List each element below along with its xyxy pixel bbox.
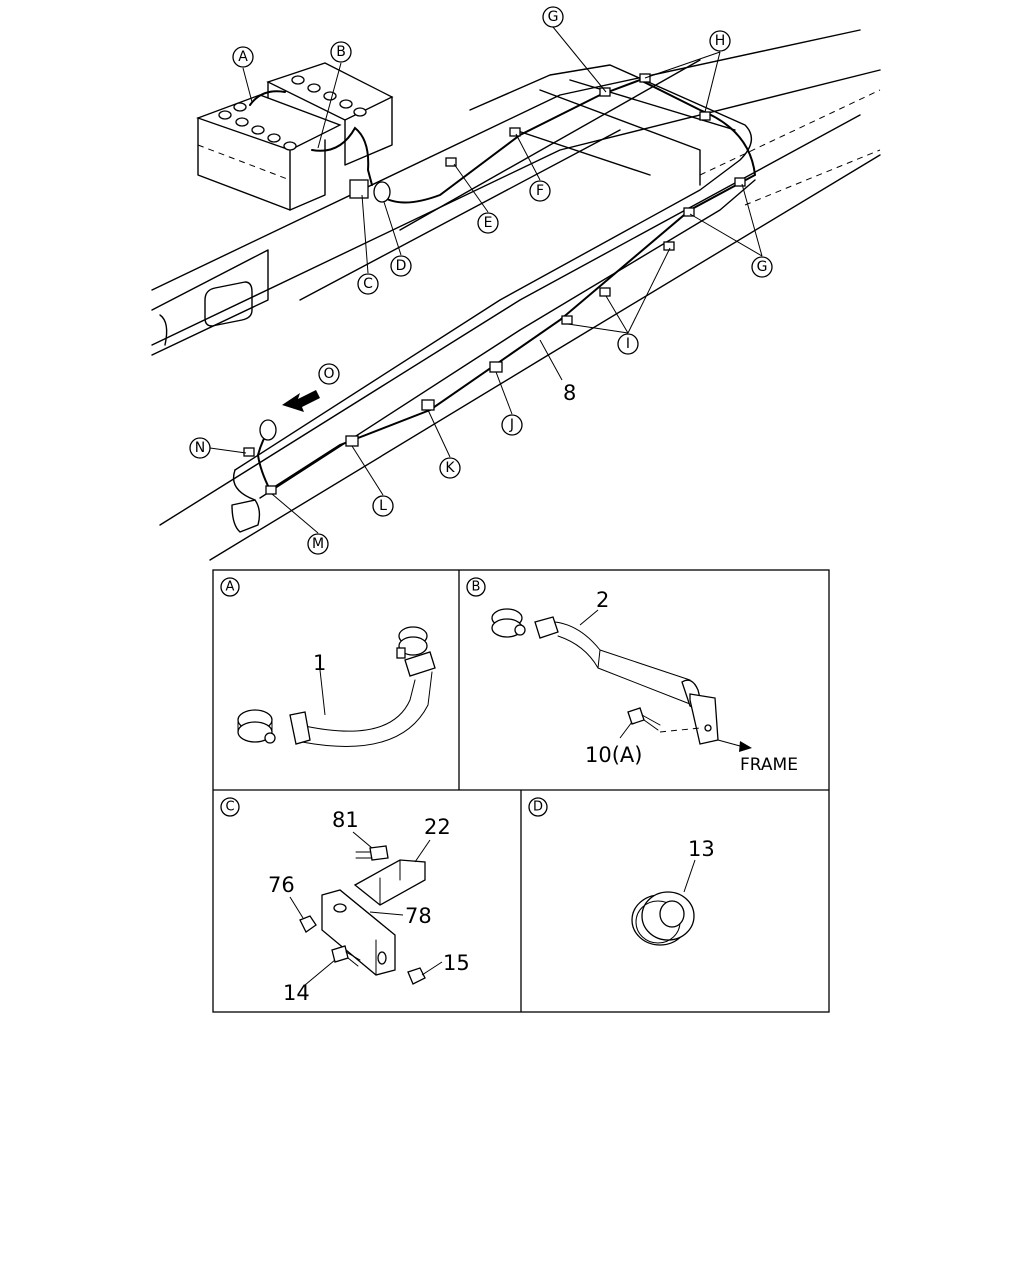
detail-panel-b: B 2 10(A) FRAME xyxy=(466,577,798,775)
clip xyxy=(561,315,573,325)
callout-D: D xyxy=(390,255,412,277)
callout-C: C xyxy=(357,273,379,295)
callout-O: O xyxy=(318,363,340,385)
part-number-10a: 10(A) xyxy=(585,743,642,767)
part-number-2: 2 xyxy=(596,588,609,612)
part-number-81: 81 xyxy=(332,808,359,832)
clip xyxy=(599,87,611,97)
clip xyxy=(509,127,521,137)
detail-panels-grid xyxy=(212,569,830,1013)
frame-label: FRAME xyxy=(740,755,798,775)
callout-E: E xyxy=(477,212,499,234)
callout-F: F xyxy=(529,180,551,202)
svg-text:F: F xyxy=(536,183,544,199)
forward-arrow-icon xyxy=(282,390,320,412)
detail-panel-a: A 1 xyxy=(220,577,436,747)
svg-text:G: G xyxy=(757,259,768,275)
callout-H: H xyxy=(709,30,731,52)
callout-L: L xyxy=(372,495,394,517)
callout-G-top: G xyxy=(542,6,564,28)
clip xyxy=(421,399,435,411)
callout-K: K xyxy=(439,457,461,479)
clip xyxy=(243,447,255,457)
clip xyxy=(663,241,675,251)
svg-text:K: K xyxy=(445,460,455,476)
callout-G-right: G xyxy=(751,256,773,278)
clip xyxy=(599,287,611,297)
part-number-22: 22 xyxy=(424,815,451,839)
callout-M: M xyxy=(307,533,329,555)
bracket xyxy=(349,179,369,199)
part-number-1: 1 xyxy=(313,651,326,675)
callout-A: A xyxy=(232,46,254,68)
clip xyxy=(445,157,457,167)
svg-text:B: B xyxy=(336,44,346,60)
detail-panel-c: C 81 22 76 78 15 14 xyxy=(220,797,470,1005)
clip xyxy=(683,207,695,217)
part-number-78: 78 xyxy=(405,904,432,928)
svg-text:B: B xyxy=(472,580,481,595)
callout-N: N xyxy=(189,437,211,459)
svg-text:L: L xyxy=(379,498,387,514)
svg-text:C: C xyxy=(225,800,234,815)
svg-text:M: M xyxy=(312,536,324,552)
callout-J: J xyxy=(501,414,523,436)
terminal-boot xyxy=(259,419,277,441)
clip xyxy=(489,361,503,373)
svg-text:A: A xyxy=(238,49,248,65)
grommet xyxy=(373,181,391,203)
callout-I: I xyxy=(617,333,639,355)
svg-text:E: E xyxy=(484,215,493,231)
callout-B: B xyxy=(330,41,352,63)
battery-cap-row xyxy=(218,102,297,151)
detail-panel-d: D 13 xyxy=(528,797,715,946)
svg-text:J: J xyxy=(509,417,514,433)
svg-text:I: I xyxy=(626,336,630,352)
svg-text:D: D xyxy=(533,800,543,815)
part-number-14: 14 xyxy=(283,981,310,1005)
battery-left xyxy=(196,94,342,211)
svg-text:H: H xyxy=(715,33,726,49)
cable-runs xyxy=(243,73,757,495)
clip xyxy=(734,177,746,187)
clip xyxy=(345,435,359,447)
chassis-frame xyxy=(151,29,881,561)
part-number-8: 8 xyxy=(563,381,576,405)
svg-text:G: G xyxy=(548,9,559,25)
svg-text:D: D xyxy=(396,258,407,274)
clip xyxy=(699,111,711,121)
svg-text:A: A xyxy=(226,580,235,595)
svg-text:C: C xyxy=(363,276,373,292)
part-number-13: 13 xyxy=(688,837,715,861)
part-number-76: 76 xyxy=(268,873,295,897)
svg-text:N: N xyxy=(195,440,205,456)
part-number-15: 15 xyxy=(443,951,470,975)
svg-text:O: O xyxy=(323,366,334,382)
clip xyxy=(265,485,277,495)
leader-lines xyxy=(209,26,763,534)
